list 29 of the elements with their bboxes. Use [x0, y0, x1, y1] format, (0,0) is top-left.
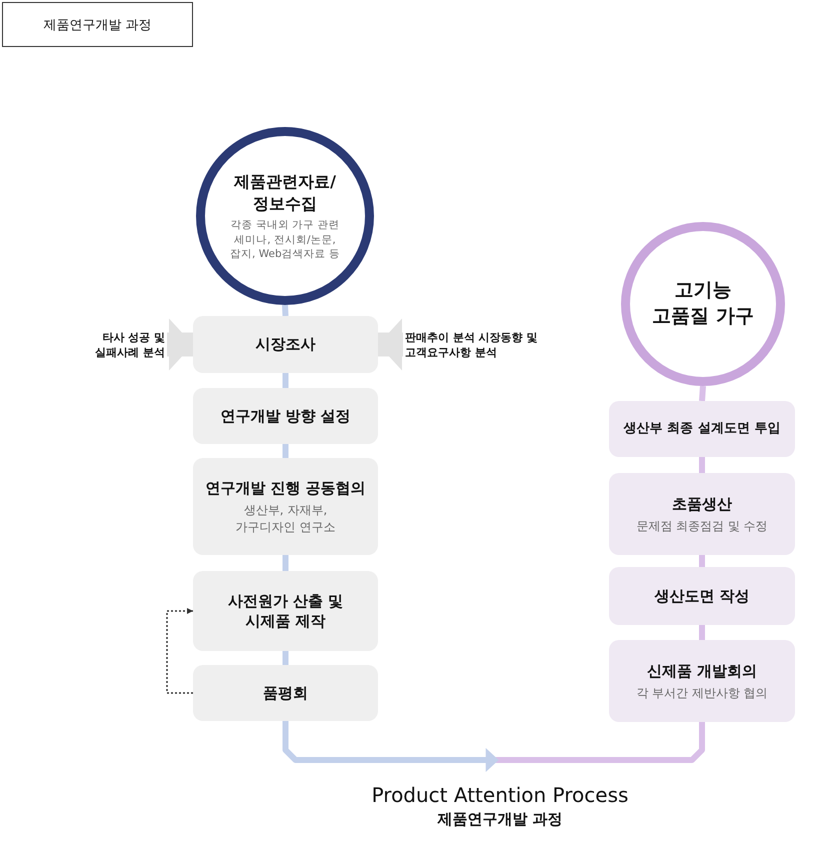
node-label: 연구개발 방향 설정 [220, 406, 351, 426]
node-label: 생산도면 작성 [654, 586, 750, 606]
node-label: 연구개발 진행 공동협의 [205, 478, 366, 498]
node-label: 타사 성공 및 실패사례 분석 [94, 331, 165, 361]
description-text: 각 부서간 제반사항 협의 [636, 685, 768, 702]
description-text: 생산부, 자재부, 가구디자인 연구소 [236, 502, 336, 535]
node-label: 판매추이 분석 시장동향 및 고객요구사항 분석 [405, 331, 538, 361]
node-label: 고기능 고품질 가구 [651, 278, 755, 329]
process-box [193, 388, 378, 444]
subtitle-text: 제품연구개발 과정 [436, 810, 564, 829]
process-box [193, 665, 378, 721]
description-text: 각종 국내외 가구 관련 세미나, 전시회/논문, 잡지, Web검색자료 등 [229, 218, 341, 261]
process-box [193, 571, 378, 651]
node-label: 품평회 [263, 682, 308, 704]
node-label: 사전원가 산출 및 시제품 제작 [226, 590, 344, 632]
node-label: 초품생산 [672, 494, 732, 514]
process-box [609, 640, 795, 722]
node-label: 생산부 최종 설계도면 투입 [624, 420, 780, 438]
node-label: 시장조사 [256, 334, 316, 355]
process-box [609, 473, 795, 555]
process-box [609, 567, 795, 625]
process-box [609, 401, 795, 457]
process-box [193, 316, 378, 373]
node-label: 신제품 개발회의 [646, 660, 758, 682]
node-label: 제품관련자료/ 정보수집 [232, 171, 337, 214]
description-text: 문제점 최종점검 및 수정 [636, 518, 768, 534]
title-box: 제품연구개발 과정 [2, 2, 193, 47]
process-box [193, 458, 378, 555]
caption-text: Product Attention Process [370, 783, 630, 807]
